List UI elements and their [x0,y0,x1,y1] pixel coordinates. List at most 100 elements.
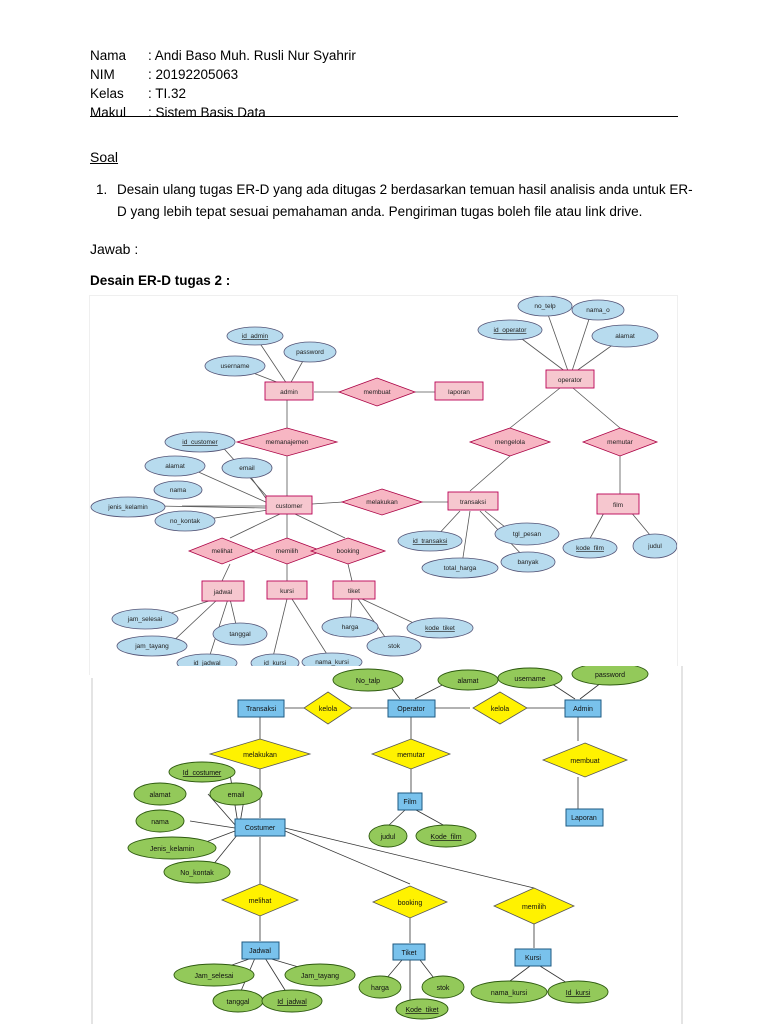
entity-customer: customer [276,503,304,510]
entity-admin: admin [280,389,298,396]
attr-id-costumer: Id_costumer [183,770,222,777]
attr-ellipse [591,324,659,348]
erd-diagram-redesign: Transaksi Operator Admin Film Laporan Co… [90,662,683,1024]
relation-diamond [340,488,424,516]
relation-kelola-1: kelola [319,706,337,713]
relation-diamond [472,691,528,725]
attr-alamat-op: alamat [457,678,478,685]
entity-box [596,493,640,515]
attr-jam-selesai: jam_selesai [127,616,162,623]
relation-diamond [371,885,449,919]
relation-memutar: memutar [607,439,633,446]
attr-ellipse [209,782,263,806]
entity-laporan: laporan [448,389,470,396]
entity-box [332,580,376,600]
entity-operator: Operator [397,706,425,713]
entity-jadwal: jadwal [213,589,233,596]
attr-username: username [514,676,545,683]
attr-id-kursi: Id_kursi [566,990,591,997]
attr-banyak: banyak [518,559,540,566]
entity-box [397,792,423,811]
relation-melihat: melihat [249,898,272,905]
relation-diamond [370,738,452,770]
attr-ellipse [127,836,217,860]
relation-kelola-2: kelola [491,706,509,713]
relation-diamond [541,742,629,778]
relation-diamond [468,427,552,457]
erd-diagram-original: admin laporan operator customer transaks… [90,295,678,674]
attr-ellipse [415,824,477,848]
attr-ellipse [116,635,188,657]
attr-ellipse [221,457,273,479]
entity-film: film [613,502,623,509]
attr-total-harga: total_harga [444,565,477,572]
info-label: Nama [90,48,127,63]
entity-box [237,699,285,718]
attr-ellipse [204,355,266,377]
relation-memilih: memilih [276,548,299,555]
attr-ellipse [421,975,465,999]
attr-ellipse [517,295,573,317]
entity-transaksi: transaksi [460,499,486,506]
attr-ellipse [477,319,543,341]
attr-alamat: alamat [149,792,170,799]
entity-box [266,580,308,600]
attr-ellipse [332,668,404,692]
entity-film: Film [403,799,416,806]
attr-ellipse [144,455,206,477]
attr-id-admin: id_admin [242,333,269,340]
attr-judul: judul [380,834,396,841]
relation-mengelola: mengelola [495,439,525,446]
attr-nama-kursi: nama_kursi [491,990,528,997]
attr-ellipse [321,616,379,638]
attr-no-telp: no_telp [534,303,556,310]
entity-box [434,381,484,401]
attr-nama-o: nama_o [586,307,610,314]
soal-heading: Soal [90,149,119,165]
attr-nama: nama [151,819,169,826]
entity-box [201,580,245,602]
relation-booking: booking [337,548,360,555]
attr-kode-tiket: Kode_tiket [405,1007,438,1014]
relation-melihat: melihat [212,548,233,555]
attr-kode-tiket: kode_tiket [425,625,455,632]
attr-no-kontak: No_kontak [180,870,214,877]
attr-ellipse [470,980,548,1004]
relation-memutar: memutar [397,752,425,759]
attr-ellipse [133,782,187,806]
attr-ellipse [226,326,284,346]
relation-diamond [581,427,659,457]
relation-booking: booking [398,900,423,907]
entity-box [545,369,595,389]
info-value: : Sistem Basis Data [148,105,266,120]
diagram-heading: Desain ER-D tugas 2 : [90,273,231,288]
attr-jam-selesai: Jam_selesai [195,973,234,980]
relation-diamond [208,738,312,770]
attr-jam-tayang: Jam_tayang [301,973,339,980]
info-value: : 20192205063 [148,67,239,82]
attr-ellipse [173,963,255,987]
attr-id-customer: id_customer [182,439,218,446]
attr-kode-film: kode_film [576,545,604,552]
entity-kursi: Kursi [525,955,541,962]
attr-harga: harga [342,624,359,631]
attr-stok: stok [388,643,401,650]
attr-ellipse [164,431,236,453]
attr-ellipse [261,989,323,1013]
attr-kode-film: Kode_film [430,834,461,841]
attr-ellipse [494,522,560,546]
attr-ellipse [111,608,179,630]
relation-memilih: memilih [522,904,546,911]
attr-ellipse [395,998,449,1020]
relation-melakukan: melakukan [366,499,398,506]
attr-alamat: alamat [165,463,185,470]
attr-tanggal: tanggal [227,999,250,1006]
info-row-makul: Makul : Sistem Basis Data [90,103,356,122]
info-label: Kelas [90,86,124,101]
student-info: Nama : Andi Baso Muh. Rusli Nur Syahrir … [90,46,356,122]
attr-ellipse [497,667,563,689]
entity-tiket: tiket [348,588,360,595]
relation-memanajemen: memanajemen [266,439,309,446]
attr-stok: stok [437,985,450,992]
info-row-kelas: Kelas : TI.32 [90,84,356,103]
